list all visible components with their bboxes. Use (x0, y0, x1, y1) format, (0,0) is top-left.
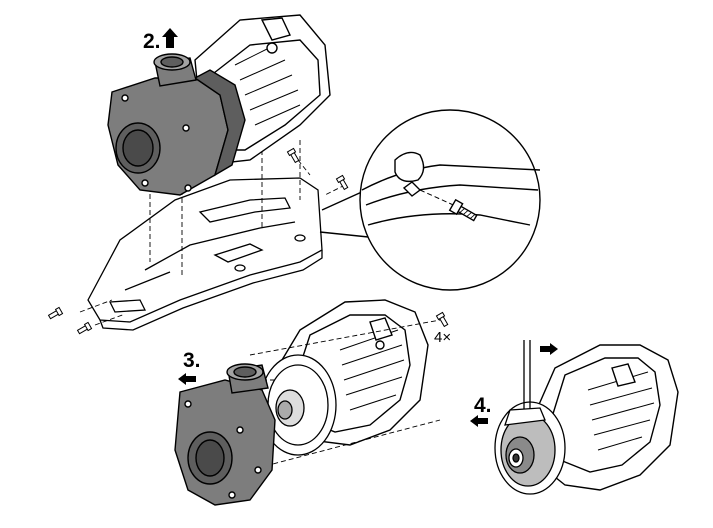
screw-icon (76, 321, 93, 335)
screw-icon (435, 311, 449, 328)
screw-icon (286, 147, 300, 164)
pump-housing-step2 (107, 53, 246, 196)
motor-flange-step3 (259, 354, 337, 456)
screw-quantity-label: 4× (434, 329, 452, 346)
step-4-label: 4. (474, 394, 492, 417)
guide-lines-step2 (79, 140, 346, 326)
step-2-label: 2. (143, 30, 161, 53)
step-3-label: 3. (183, 349, 201, 372)
screw-icon (47, 306, 64, 320)
tool-lever (504, 340, 546, 426)
arrow-up-icon (162, 28, 178, 48)
motor-flange-step4 (494, 401, 566, 495)
arrow-left-icon (178, 373, 196, 385)
screws-step2 (47, 147, 349, 335)
screw-icon (335, 174, 349, 191)
detail-callout-icon (319, 109, 541, 291)
arrow-right-icon (540, 343, 558, 355)
base-plate (87, 177, 323, 331)
motor-body-step4 (529, 344, 679, 491)
arrow-left-icon (470, 415, 488, 427)
pump-housing-step3 (174, 363, 276, 506)
screw-detail-icon (448, 198, 478, 222)
guide-lines-step3 (230, 319, 441, 471)
